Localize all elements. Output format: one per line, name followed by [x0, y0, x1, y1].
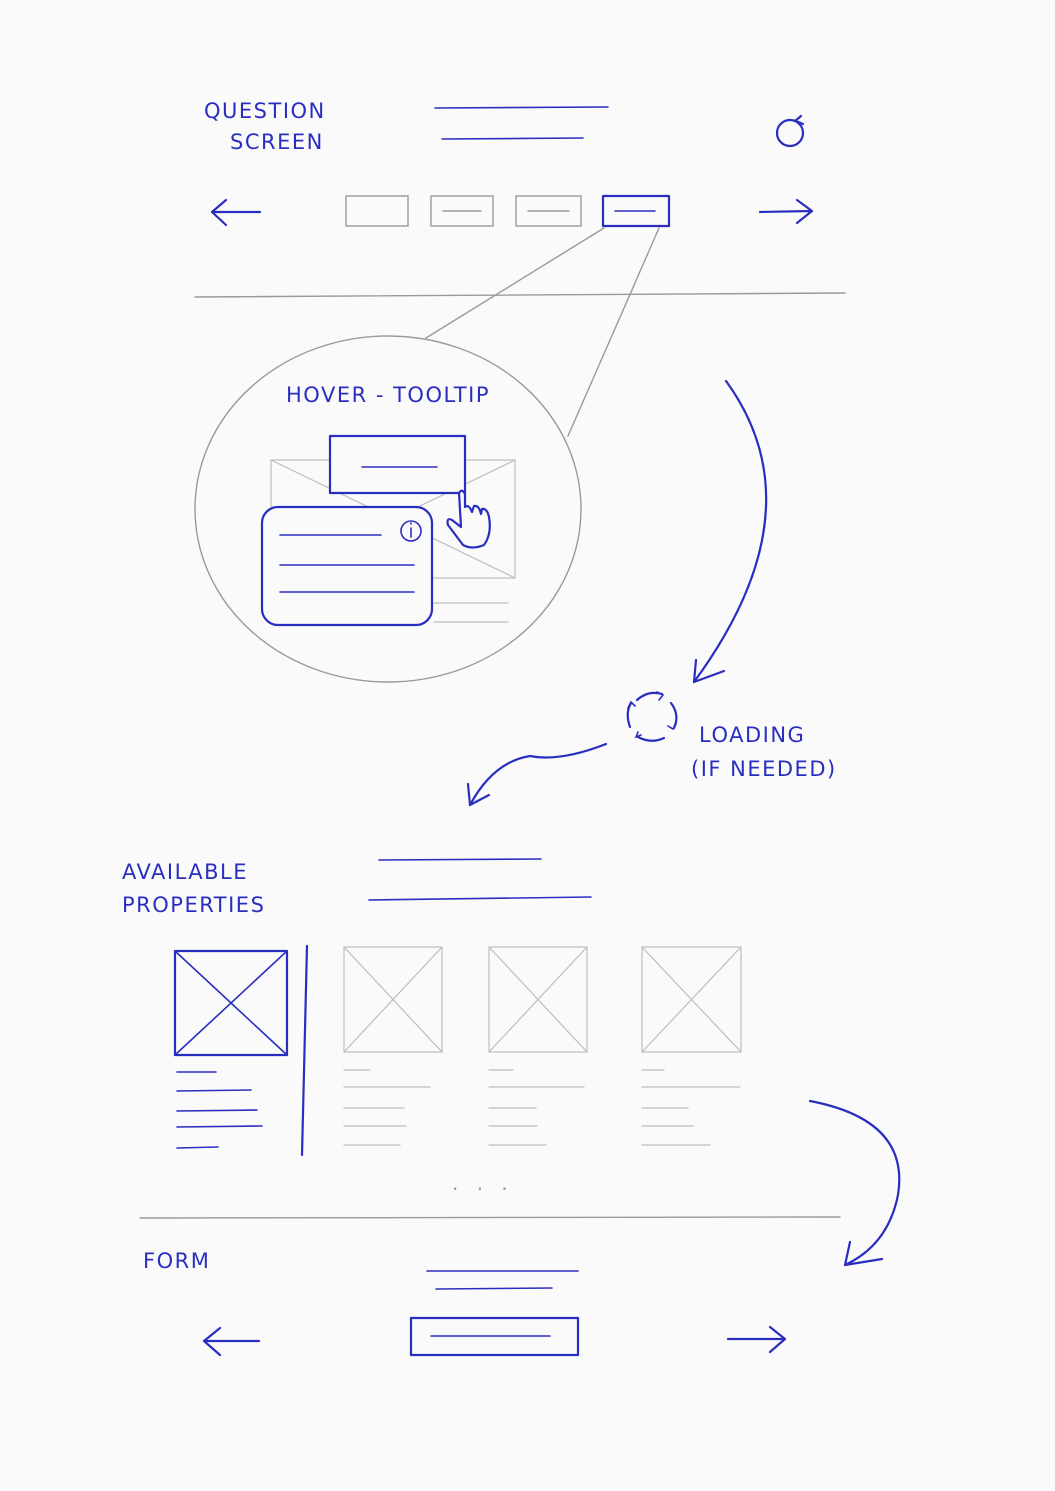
- question-screen-section: QUESTION SCREEN: [194, 99, 846, 298]
- zoom-circle: [194, 335, 582, 683]
- available-properties-title-line1: AVAILABLE: [122, 860, 248, 884]
- question-screen-title-line1: QUESTION: [204, 99, 326, 123]
- form-title: FORM: [143, 1249, 210, 1273]
- property-card[interactable]: [641, 946, 742, 1146]
- zoom-connector-right: [567, 227, 660, 437]
- answer-option-1[interactable]: [345, 195, 409, 227]
- hand-pointer-icon: [446, 489, 491, 549]
- loading-spinner-icon: [626, 691, 678, 742]
- available-properties-section: AVAILABLE PROPERTIES: [122, 858, 841, 1219]
- flow-arrow-to-loading: [692, 379, 768, 684]
- image-placeholder-icon: [641, 946, 742, 1053]
- image-placeholder-icon: [343, 946, 443, 1053]
- arrow-right-icon[interactable]: [758, 198, 814, 225]
- property-card[interactable]: [343, 946, 443, 1146]
- image-placeholder-icon: [173, 949, 289, 1057]
- more-items-ellipsis: . . .: [452, 1171, 514, 1195]
- flow-arrow-to-form: [808, 1099, 901, 1267]
- arrow-right-icon[interactable]: [726, 1325, 787, 1354]
- zoom-connector-left: [425, 227, 605, 339]
- loading-label-line1: LOADING: [699, 723, 805, 747]
- loading-label-line2: (IF NEEDED): [691, 757, 837, 781]
- arrow-left-icon[interactable]: [210, 198, 262, 227]
- question-title-line: [434, 106, 609, 109]
- hover-tooltip-section: HOVER - TOOLTIP: [194, 227, 660, 683]
- restart-icon[interactable]: [775, 114, 805, 148]
- property-card[interactable]: [488, 946, 588, 1146]
- properties-subheading-line: [368, 896, 592, 901]
- available-properties-title-line2: PROPERTIES: [122, 893, 265, 917]
- answer-option-4-selected[interactable]: [601, 194, 671, 228]
- hover-tooltip-title: HOVER - TOOLTIP: [286, 383, 490, 407]
- form-input-field[interactable]: [409, 1316, 580, 1357]
- hovered-button[interactable]: [328, 434, 467, 495]
- properties-heading-line: [378, 858, 542, 861]
- section-divider: [194, 292, 846, 298]
- section-divider: [139, 1216, 841, 1219]
- flow-arrow-to-properties: [466, 742, 608, 807]
- answer-option-3[interactable]: [515, 195, 582, 227]
- question-subtitle-line: [441, 137, 584, 140]
- info-icon: [400, 520, 422, 542]
- question-screen-title-line2: SCREEN: [230, 130, 324, 154]
- answer-option-2[interactable]: [430, 195, 494, 227]
- form-section: FORM: [143, 1249, 787, 1357]
- image-placeholder-icon: [488, 946, 588, 1053]
- tooltip-popup: [260, 505, 434, 627]
- property-card-selected[interactable]: [173, 944, 309, 1157]
- form-subheading-line: [435, 1287, 553, 1290]
- arrow-left-icon[interactable]: [202, 1326, 261, 1357]
